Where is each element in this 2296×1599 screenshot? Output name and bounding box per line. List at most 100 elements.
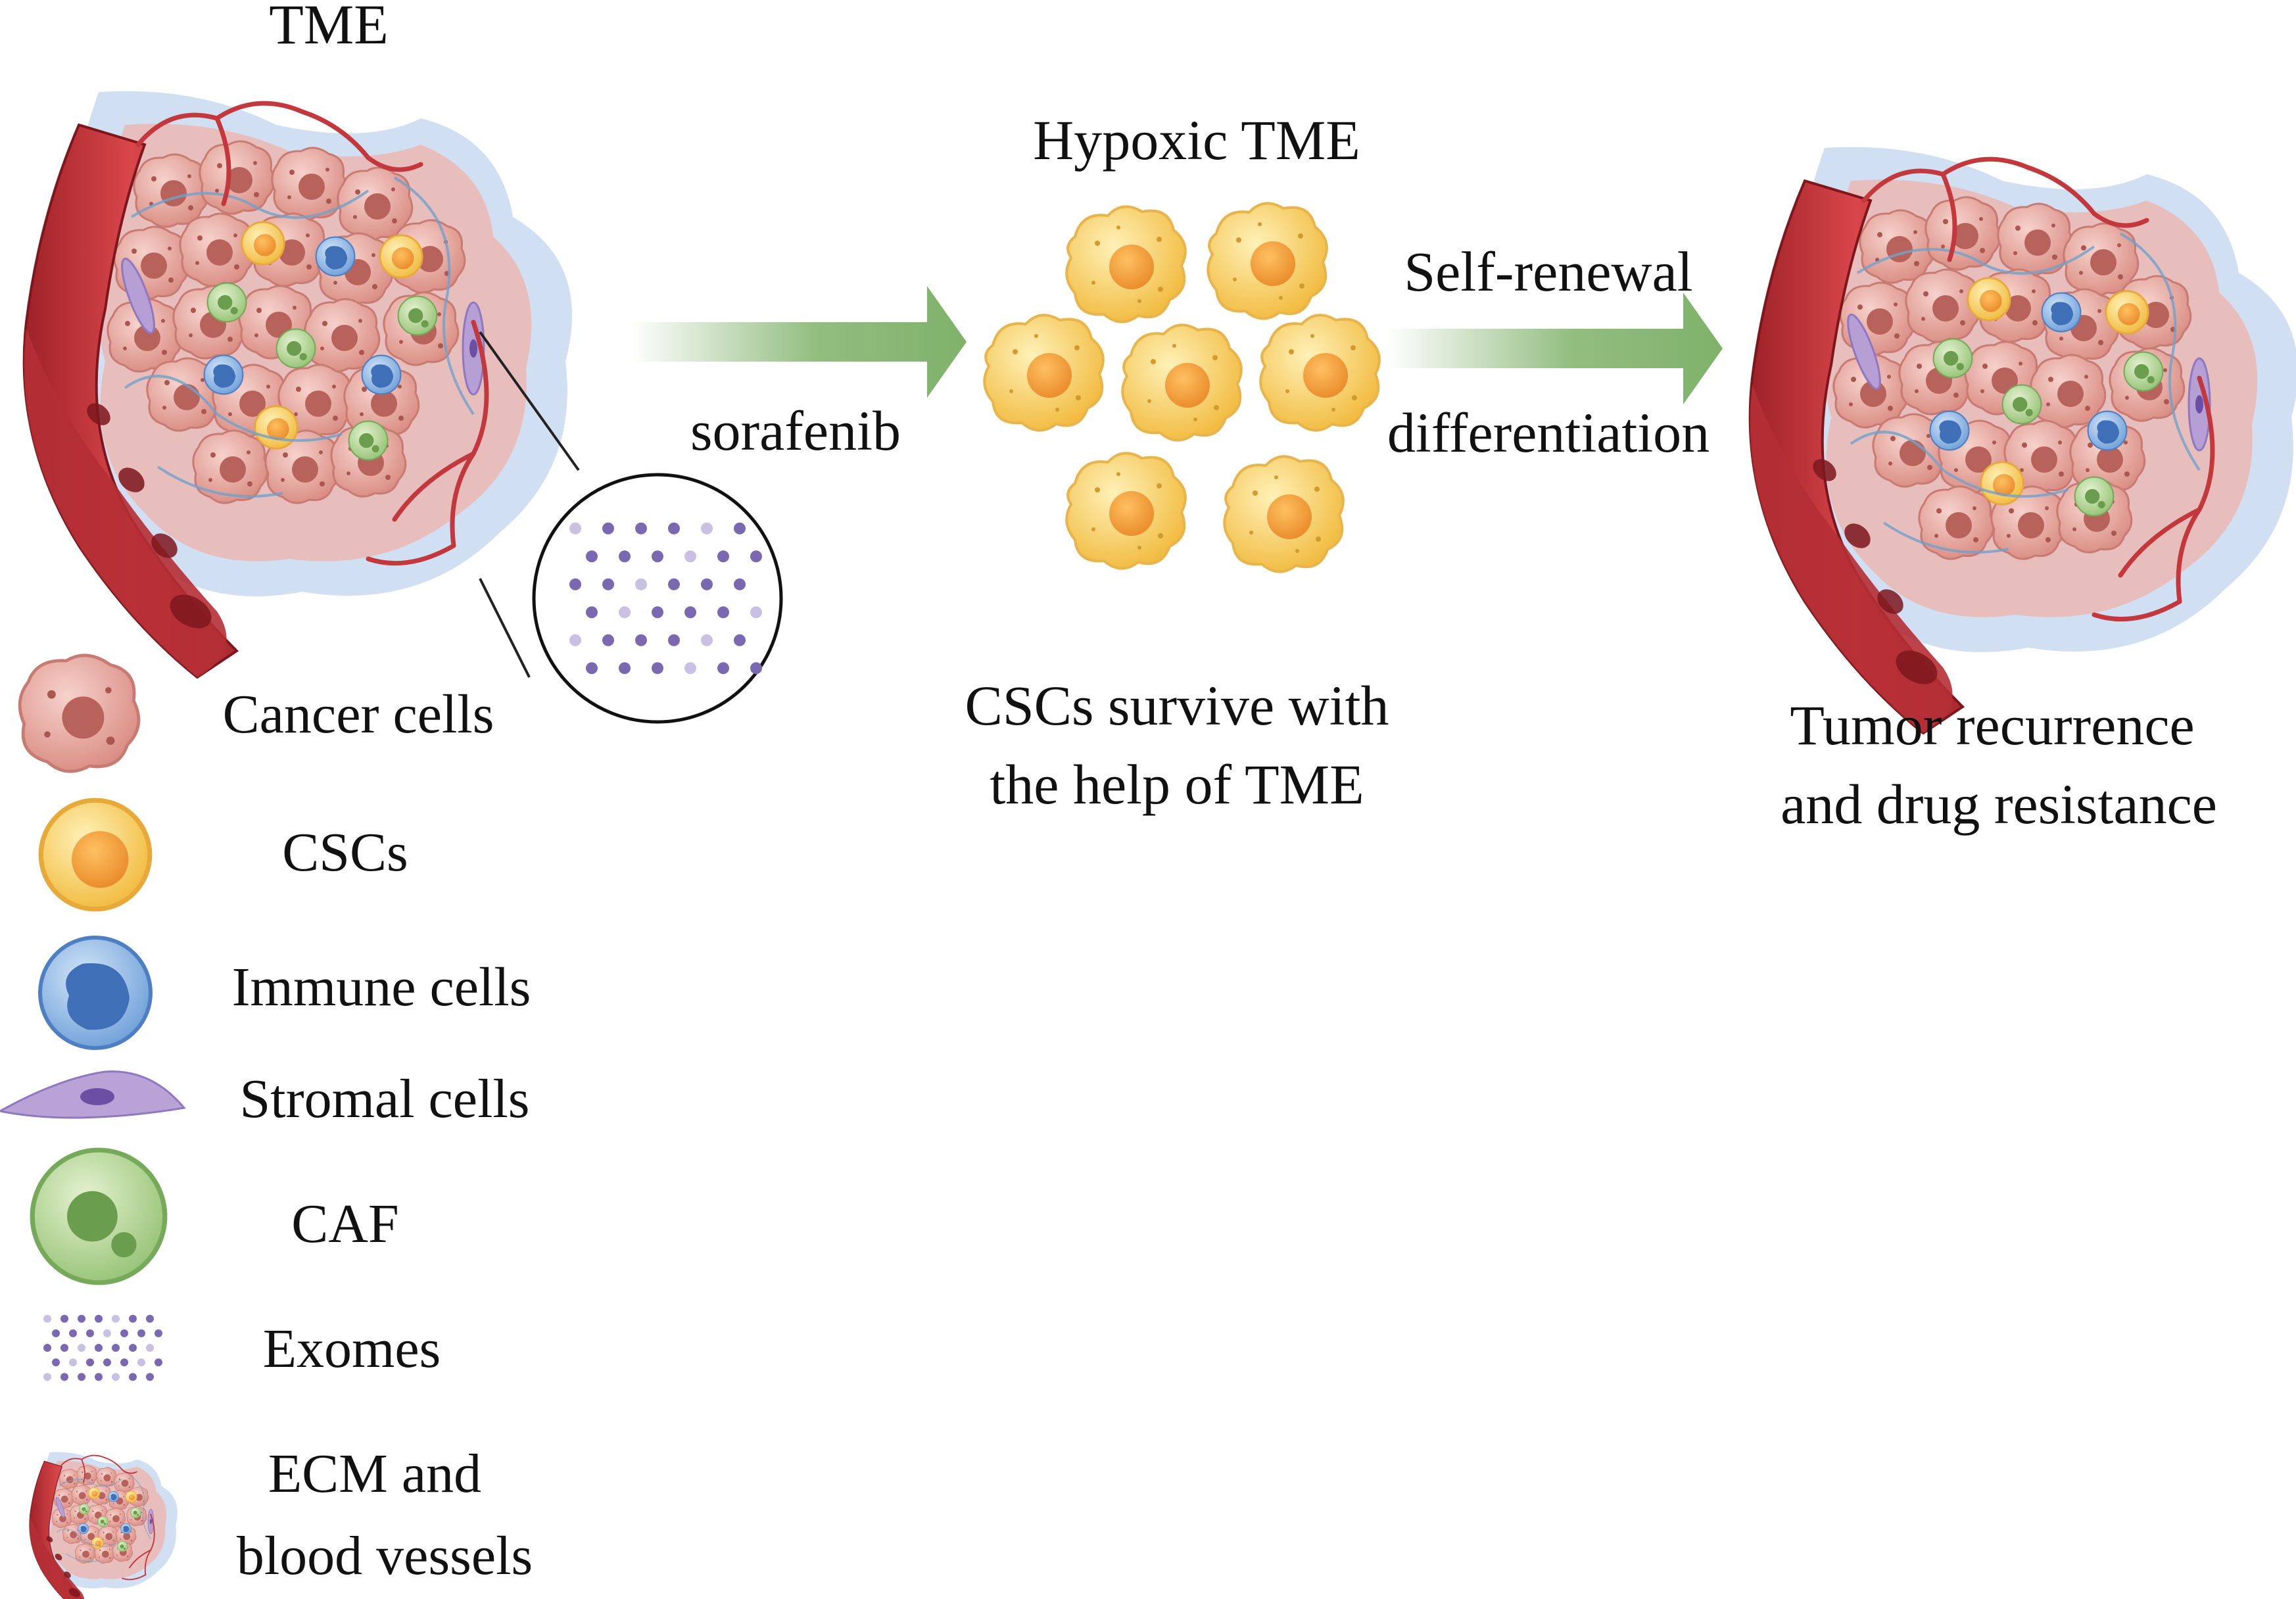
exosome-dot <box>734 634 746 646</box>
exosome-dot <box>586 550 598 563</box>
stromal-cell-icon <box>0 1070 186 1119</box>
exosome-dot <box>717 662 729 675</box>
exosome-dot <box>668 522 680 535</box>
exosome-dot <box>146 1373 154 1381</box>
exosome-dot <box>635 522 647 535</box>
exosome-dot <box>701 578 713 590</box>
hypoxic-csc-cluster <box>983 202 1381 573</box>
exosome-icon <box>43 1314 162 1381</box>
tme-title: TME <box>269 0 389 56</box>
exosome-dot <box>43 1344 51 1352</box>
exosome-dot <box>60 1314 68 1323</box>
exosome-dot <box>103 1358 111 1367</box>
exosome-dot <box>95 1344 103 1352</box>
sorafenib-label: sorafenib <box>690 399 901 462</box>
cancer-cell-icon <box>20 656 139 771</box>
legend-label-stromal: Stromal cells <box>239 1068 530 1130</box>
exosome-dot <box>129 1314 137 1323</box>
exosome-dot <box>717 606 729 619</box>
exosome-dot <box>103 1329 111 1337</box>
exosome-dot <box>78 1314 85 1323</box>
exosome-dot <box>750 606 762 619</box>
exosome-dot <box>635 578 647 590</box>
exosome-zoom <box>479 331 783 724</box>
exosome-dot <box>52 1358 60 1367</box>
exosome-dot <box>120 1329 128 1337</box>
exosome-dot <box>701 522 713 535</box>
exosome-dot <box>120 1358 128 1367</box>
exosome-dot <box>619 606 631 619</box>
exosome-dot <box>750 662 762 675</box>
exosome-dot <box>43 1373 51 1381</box>
exosome-dot <box>112 1344 120 1352</box>
legend-label-exome: Exomes <box>262 1318 441 1379</box>
exosome-dot <box>635 634 647 646</box>
csc-icon <box>41 800 150 909</box>
legend-label-csc: CSCs <box>282 822 408 883</box>
exosome-dot <box>60 1344 68 1352</box>
right-tme-illustration <box>1750 147 2296 733</box>
exosome-dot <box>602 522 614 535</box>
exosome-dot <box>95 1314 103 1323</box>
exosome-dot <box>750 550 762 563</box>
exosome-dot <box>734 578 746 590</box>
exosome-dot <box>619 550 631 563</box>
exosome-dot <box>684 606 696 619</box>
exosome-dot <box>112 1373 120 1381</box>
exosome-dot <box>52 1329 60 1337</box>
exosome-dot <box>569 522 581 535</box>
exosome-dot <box>86 1358 94 1367</box>
hypoxic-tme-title: Hypoxic TME <box>1033 108 1360 172</box>
exosome-dot <box>602 578 614 590</box>
exosome-dot <box>652 550 663 563</box>
legend-label-ecm-line2: blood vessels <box>236 1525 533 1587</box>
exosome-dot <box>69 1329 77 1337</box>
left-tme-illustration <box>24 91 572 677</box>
exosome-dot <box>684 662 696 675</box>
ecm-vessel-icon <box>30 1452 178 1599</box>
differentiation-label: differentiation <box>1387 401 1710 464</box>
exosome-dot <box>60 1373 68 1381</box>
exosome-dot <box>155 1358 162 1367</box>
exosome-dot <box>734 522 746 535</box>
caf-icon <box>32 1150 165 1283</box>
exosome-dot <box>668 578 680 590</box>
exosome-dot <box>129 1373 137 1381</box>
exosome-dot <box>701 634 713 646</box>
exosome-dot <box>586 662 598 675</box>
right-caption-line1: Tumor recurrence <box>1790 694 2195 757</box>
exosome-dot <box>43 1314 51 1323</box>
exosome-dot <box>86 1329 94 1337</box>
self-renewal-label: Self-renewal <box>1404 240 1693 303</box>
exosome-dot <box>78 1344 85 1352</box>
exosome-dot <box>137 1358 145 1367</box>
csc-caption-line1: CSCs survive with <box>965 674 1389 737</box>
immune-cell-icon <box>40 938 151 1048</box>
exosome-dot <box>146 1314 154 1323</box>
exosome-dot <box>668 634 680 646</box>
exosome-dot <box>78 1373 85 1381</box>
exosome-dot <box>569 634 581 646</box>
exosome-dot <box>684 550 696 563</box>
exosome-dot <box>619 662 631 675</box>
legend-label-cancer: Cancer cells <box>222 684 494 745</box>
exosome-dot <box>69 1358 77 1367</box>
exosome-dot <box>586 606 598 619</box>
exosome-dot <box>137 1329 145 1337</box>
exosome-dot <box>652 662 663 675</box>
exosome-dot <box>602 634 614 646</box>
sorafenib-arrow <box>631 286 967 398</box>
exosome-dot <box>95 1373 103 1381</box>
exosome-dot <box>569 578 581 590</box>
legend-label-caf: CAF <box>291 1193 399 1254</box>
legend-label-immune: Immune cells <box>231 957 531 1018</box>
legend-label-ecm-line1: ECM and <box>268 1443 482 1504</box>
csc-caption-line2: the help of TME <box>990 753 1364 816</box>
legend <box>0 656 186 1599</box>
exosome-dot <box>146 1344 154 1352</box>
exosome-dot <box>652 606 663 619</box>
exosome-dot <box>129 1344 137 1352</box>
self-renewal-arrow <box>1387 293 1723 404</box>
exosome-dot <box>112 1314 120 1323</box>
